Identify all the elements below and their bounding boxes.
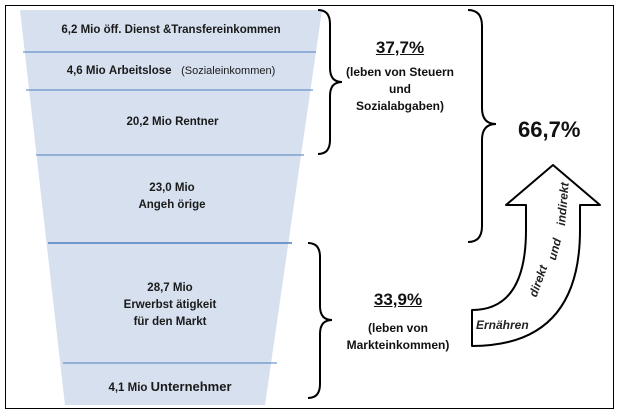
- row-label: Rentner: [175, 116, 219, 128]
- funnel-body: [20, 10, 322, 405]
- row-oeffentlicher-dienst: 6,2 Mio öff. Dienst &Transfereinkommen: [20, 22, 322, 39]
- total-percent: 66,7%: [518, 117, 581, 142]
- group-lower: 33,9% (leben von Markteinkommen): [328, 290, 468, 354]
- row-erwerbstaetigkeit: 28,7 Mio Erwerbst ätigkeit für den Markt: [55, 280, 285, 331]
- row-value: 28,7 Mio: [147, 282, 193, 294]
- row-value: 6,2 Mio: [61, 24, 101, 36]
- row-value: 4,6 Mio: [66, 65, 106, 77]
- row-value: 23,0 Mio: [149, 182, 195, 194]
- group-upper: 37,7% (leben von Steuern und Sozialabgab…: [335, 38, 465, 115]
- group-lower-percent: 33,9%: [373, 290, 423, 309]
- row-angehoerige: 23,0 Mio Angeh örige: [40, 180, 304, 214]
- row-label: Unternehmer: [150, 379, 232, 394]
- row-label-2: für den Markt: [133, 316, 207, 328]
- row-label: öff. Dienst &Transfereinkommen: [103, 24, 281, 36]
- row-note: (Sozialeinkommen): [181, 65, 276, 77]
- arrow-body: [471, 164, 601, 347]
- brace-upper: [317, 9, 343, 155]
- group-upper-percent: 37,7%: [375, 38, 425, 57]
- brace-lower: [307, 242, 333, 399]
- group-lower-desc-2: Markteinkommen): [346, 338, 450, 352]
- row-rentner: 20,2 Mio Rentner: [30, 114, 315, 131]
- arrow-label-ernaehren: Ernähren: [476, 318, 529, 332]
- row-label: Arbeitslose: [108, 65, 172, 77]
- group-upper-desc-2: und: [389, 82, 411, 96]
- row-value: 20,2 Mio: [126, 116, 172, 128]
- group-lower-desc-1: (leben von: [367, 321, 428, 335]
- group-upper-desc-1: (leben von Steuern: [345, 65, 455, 79]
- group-upper-desc-3: Sozialabgaben): [355, 99, 444, 113]
- row-arbeitslose: 4,6 Mio Arbeitslose (Sozialeinkommen): [20, 63, 322, 80]
- row-value: 4,1 Mio: [108, 382, 148, 394]
- row-label: Angeh örige: [138, 199, 206, 211]
- brace-total: [467, 9, 497, 243]
- row-unternehmer: 4,1 Mio Unternehmer: [65, 378, 275, 397]
- row-label: Erwerbst ätigkeit: [123, 299, 217, 311]
